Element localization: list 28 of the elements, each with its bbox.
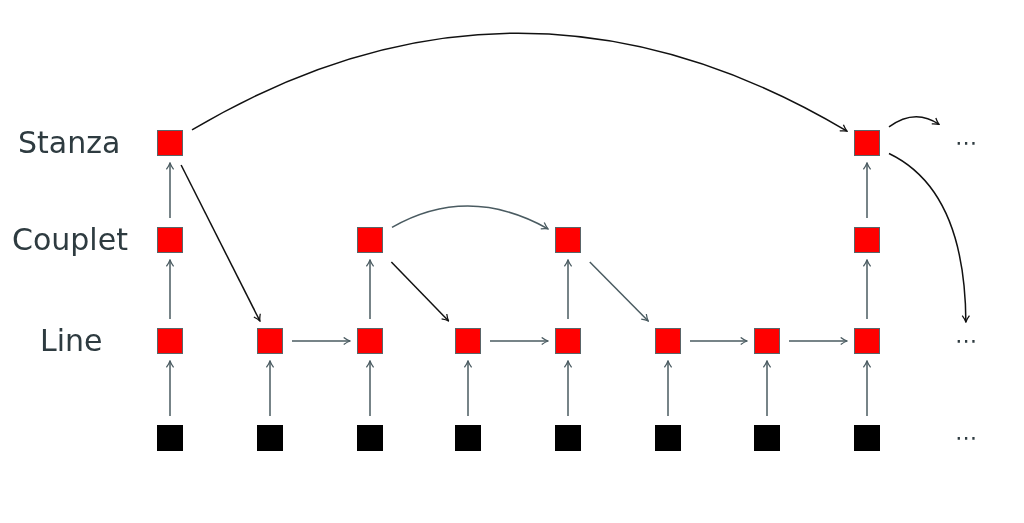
ellipsis-text: ⋯ xyxy=(946,131,986,155)
unit-square xyxy=(854,328,880,354)
row-label: Stanza xyxy=(18,125,121,161)
unit-square xyxy=(157,130,183,156)
input-square xyxy=(257,425,283,451)
input-square xyxy=(357,425,383,451)
unit-square xyxy=(455,328,481,354)
unit-square xyxy=(555,328,581,354)
row-label: Couplet xyxy=(12,222,128,258)
input-square xyxy=(655,425,681,451)
unit-square xyxy=(257,328,283,354)
unit-square xyxy=(157,227,183,253)
row-label: Line xyxy=(40,323,103,359)
unit-square xyxy=(555,227,581,253)
unit-square xyxy=(754,328,780,354)
unit-square xyxy=(357,227,383,253)
ellipsis-text: ⋯ xyxy=(954,426,978,450)
input-square xyxy=(854,425,880,451)
input-square xyxy=(455,425,481,451)
ellipsis-text: ⋯ xyxy=(946,329,986,353)
unit-square xyxy=(357,328,383,354)
unit-square xyxy=(655,328,681,354)
input-square xyxy=(555,425,581,451)
unit-square xyxy=(157,328,183,354)
unit-square xyxy=(854,130,880,156)
unit-square xyxy=(854,227,880,253)
input-square xyxy=(157,425,183,451)
input-square xyxy=(754,425,780,451)
